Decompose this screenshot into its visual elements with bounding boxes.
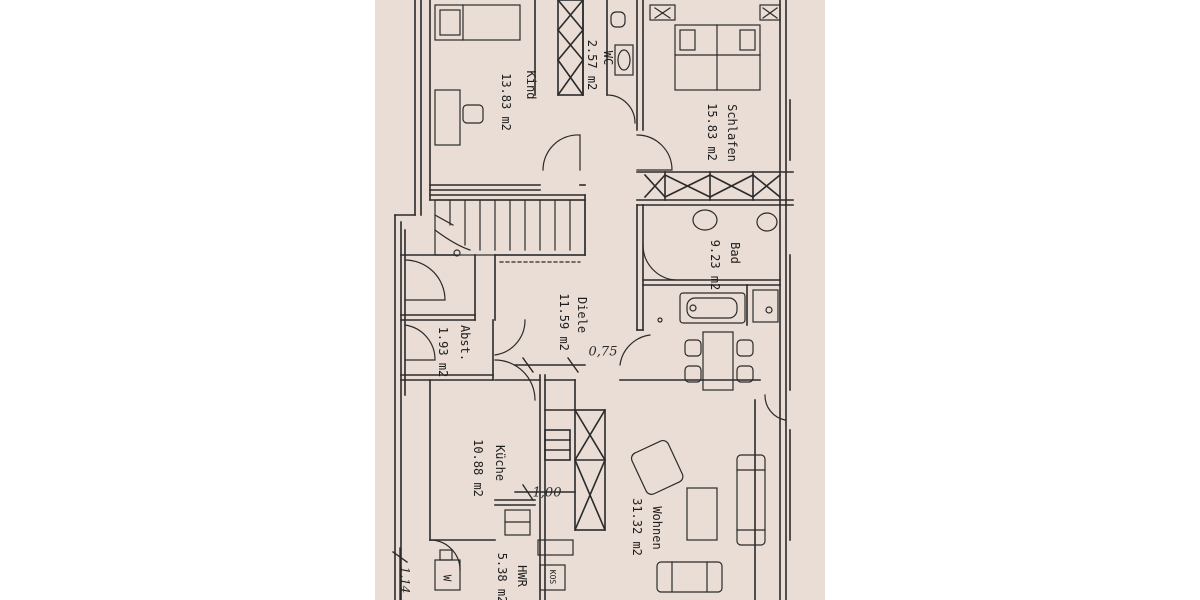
wc-fixtures — [610, 11, 634, 76]
room-area-kueche: 10.88 m2 — [471, 439, 485, 497]
room-name-hwr: HWR — [515, 565, 529, 587]
room-name-bad: Bad — [728, 242, 742, 264]
exterior-walls — [394, 0, 791, 600]
room-name-diele: Diele — [575, 296, 589, 334]
room-name-wohnen: Wohnen — [650, 506, 664, 550]
hand-markings — [392, 357, 586, 600]
floor-plan-drawing — [392, 0, 794, 600]
bad-fixtures — [657, 209, 779, 324]
floor-plan-sheet: Kind 13.83 m2 WC 2.57 m2 Schlafen 15.83 … — [375, 0, 825, 600]
washer-label: W — [440, 574, 454, 582]
room-area-schlafen: 15.83 m2 — [705, 103, 719, 161]
room-area-bad: 9.23 m2 — [708, 239, 722, 291]
room-name-schlafen: Schlafen — [725, 104, 739, 162]
kos-label: KOS — [548, 569, 557, 585]
staircase — [434, 199, 586, 263]
room-area-hwr: 5.38 m2 — [495, 552, 509, 600]
kind-furniture — [434, 4, 521, 146]
room-area-wohnen: 31.32 m2 — [630, 498, 644, 556]
room-area-kind: 13.83 m2 — [499, 73, 513, 131]
room-name-wc: WC — [601, 50, 615, 66]
dimension-114: 1,14 — [398, 566, 412, 594]
room-area-diele: 11.59 m2 — [557, 293, 571, 351]
room-area-abst: 1.93 m2 — [436, 326, 450, 378]
room-area-wc: 2.57 m2 — [585, 39, 599, 91]
hwr-fixtures — [434, 509, 574, 591]
room-name-kueche: Küche — [493, 444, 507, 482]
wohnen-furniture — [630, 439, 766, 593]
room-name-kind: Kind — [524, 70, 538, 100]
schlafen-furniture — [649, 4, 781, 91]
room-name-abst: Abst. — [458, 324, 472, 362]
dimension-100: 1,00 — [532, 485, 562, 501]
interior-walls — [400, 0, 794, 600]
dimension-075: 0,75 — [588, 344, 618, 360]
dining-furniture — [684, 331, 754, 391]
doors — [404, 94, 786, 571]
